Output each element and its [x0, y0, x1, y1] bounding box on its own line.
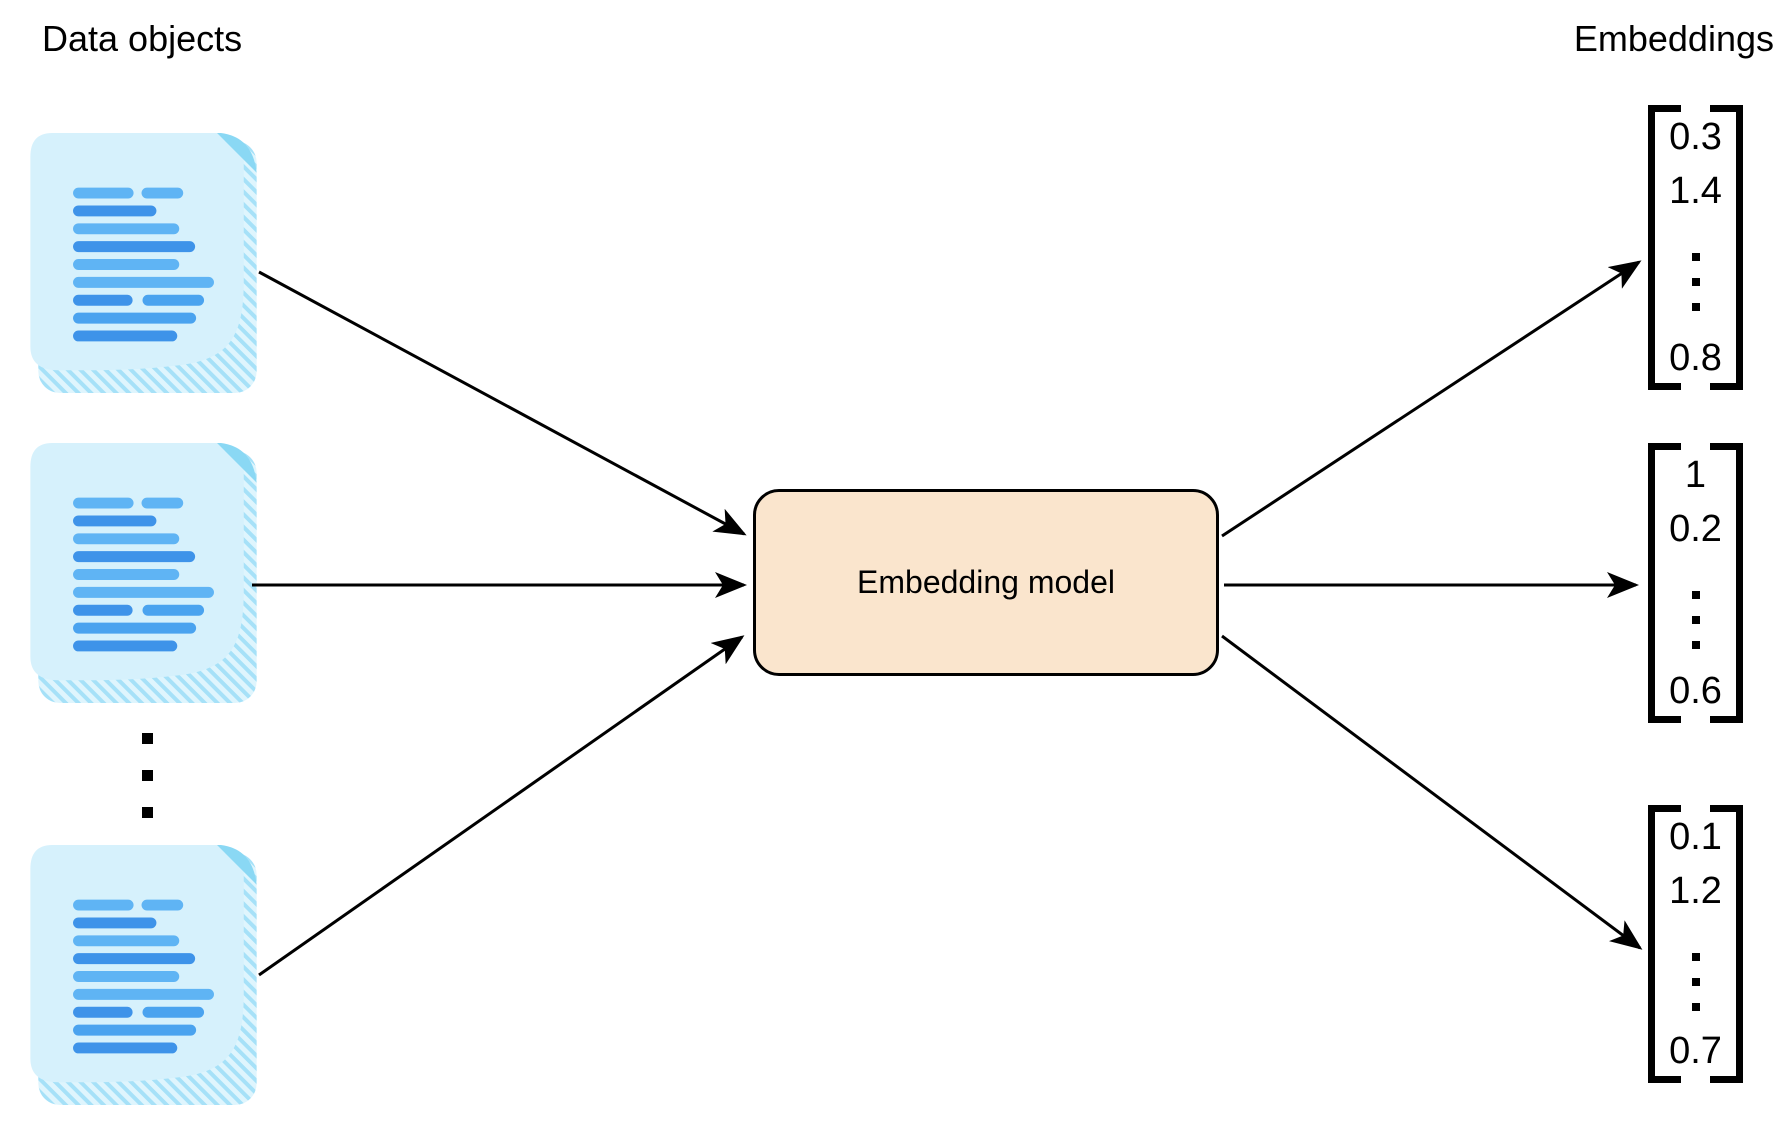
dot: [1691, 591, 1700, 599]
dot: [1691, 253, 1700, 261]
bracket-left-icon: [1648, 805, 1681, 1083]
dot: [1691, 616, 1700, 624]
dot: [142, 733, 153, 744]
dot: [1691, 303, 1700, 311]
document-text-lines: [73, 497, 214, 652]
bracket-left-icon: [1648, 105, 1681, 390]
vector-value: 1.2: [1669, 870, 1722, 912]
vector-ellipsis-dots: [1691, 953, 1700, 1011]
document-text-lines: [73, 187, 214, 342]
dot: [1691, 641, 1700, 649]
dot: [142, 807, 153, 818]
document-icon: [30, 443, 257, 704]
dot: [1691, 953, 1700, 961]
vector-ellipsis-dots: [1691, 591, 1700, 649]
vector-value: 1.4: [1669, 170, 1722, 212]
document-fold-corner: [216, 133, 257, 173]
embedding-vector: 0.3 1.4 0.8: [1648, 105, 1743, 390]
embeddings-label: Embeddings: [1573, 18, 1774, 59]
bracket-right-icon: [1710, 443, 1743, 723]
vector-value: 1: [1684, 454, 1707, 496]
embedding-model-label: Embedding model: [857, 564, 1115, 600]
vector-value: 0.3: [1669, 116, 1722, 158]
data-objects-label: Data objects: [42, 18, 243, 59]
vector-value: 0.2: [1669, 508, 1722, 550]
arrow-doc3-to-model: [258, 635, 745, 977]
dot: [1691, 1003, 1700, 1011]
bracket-right-icon: [1710, 105, 1743, 390]
document-icon: [30, 133, 257, 394]
vector-value: 0.1: [1669, 816, 1722, 858]
dot: [142, 770, 153, 781]
bracket-right-icon: [1710, 805, 1743, 1083]
vector-value: 0.8: [1669, 337, 1722, 379]
embedding-vector: 1 0.2 0.6: [1648, 443, 1743, 723]
arrow-model-to-vector3: [1221, 634, 1643, 950]
bracket-left-icon: [1648, 443, 1681, 723]
document-fold-corner: [216, 845, 257, 885]
document-fold-corner: [216, 443, 257, 483]
document-icon: [30, 845, 257, 1106]
vector-value: 0.6: [1669, 670, 1722, 712]
arrow-doc1-to-model: [258, 270, 747, 536]
document-text-lines: [73, 899, 214, 1054]
dot: [1691, 978, 1700, 986]
arrow-model-to-vector1: [1221, 260, 1642, 538]
embedding-model-box: Embedding model: [753, 489, 1219, 676]
embedding-vector: 0.1 1.2 0.7: [1648, 805, 1743, 1083]
documents-ellipsis-dots: [142, 733, 153, 818]
dot: [1691, 278, 1700, 286]
vector-value: 0.7: [1669, 1030, 1722, 1072]
vector-ellipsis-dots: [1691, 253, 1700, 311]
